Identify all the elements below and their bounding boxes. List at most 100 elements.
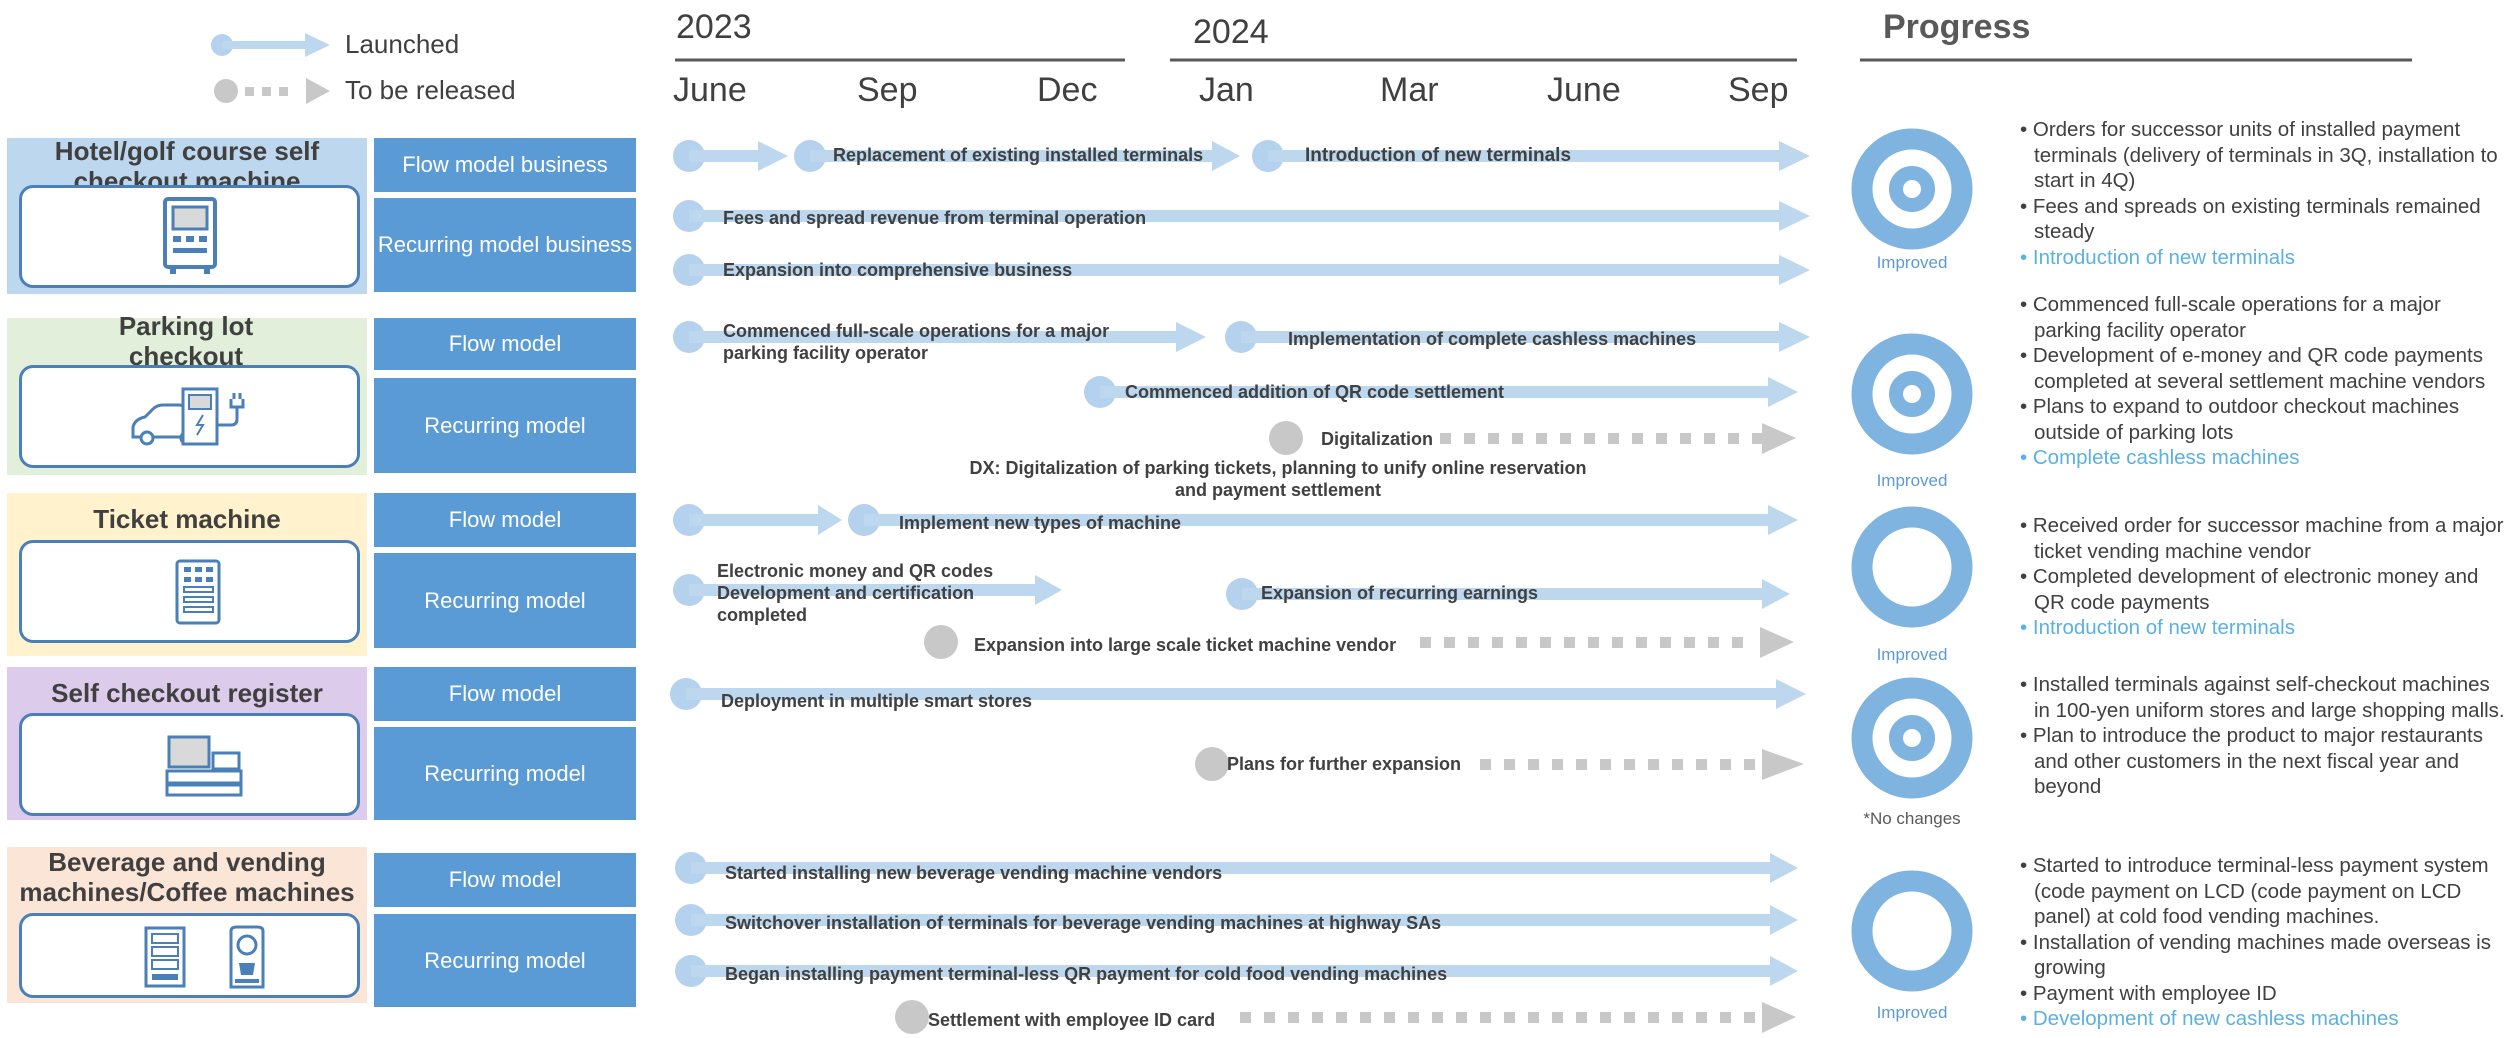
- hotel-recurring-model-box: Recurring model business: [374, 198, 636, 292]
- month-mar-2024: Mar: [1380, 71, 1439, 109]
- progress-bullet: • Orders for successor units of installe…: [2020, 118, 2498, 192]
- category-title-ticket: Ticket machine: [93, 504, 281, 534]
- arrow-parking-flow-1: [673, 321, 1206, 353]
- label-register-expansion: Plans for further expansion: [1227, 754, 1462, 774]
- status-target-icon-parking: [1851, 333, 1973, 455]
- progress-list-beverage: • Started to introduce terminal-less pay…: [2020, 853, 2507, 1032]
- label-ticket-large-vendor: Expansion into large scale ticket machin…: [974, 635, 1397, 655]
- month-sep-2023: Sep: [857, 71, 918, 109]
- hotel-flow-model-box: Flow model business: [374, 138, 636, 192]
- category-title-beverage: Beverage and vending machines/Coffee mac…: [19, 847, 355, 907]
- progress-highlight: • Development of new cashless machines: [2020, 1007, 2399, 1030]
- beverage-flow-model-box: Flow model: [374, 853, 636, 907]
- progress-bullet: • Commenced full-scale operations for a …: [2020, 293, 2441, 342]
- progress-highlight: • Introduction of new terminals: [2020, 616, 2295, 639]
- ticket-recurring-model-box: Recurring model: [374, 553, 636, 648]
- month-sep-2024: Sep: [1728, 71, 1789, 109]
- label-bev-employee-id: Settlement with employee ID card: [928, 1010, 1216, 1030]
- progress-bullet: • Installation of vending machines made …: [2020, 930, 2491, 980]
- year-2024: 2024: [1193, 13, 1269, 51]
- progress-bullet: • Plan to introduce the product to major…: [2020, 724, 2483, 798]
- month-jan-2024: Jan: [1199, 71, 1254, 109]
- arrow-parking-digitalization: [1269, 421, 1796, 455]
- status-ring-icon-beverage: [1851, 870, 1973, 992]
- label-parking-digitalization: Digitalization: [1321, 429, 1433, 449]
- label-ticket-new-types: Implement new types of machine: [899, 513, 1182, 533]
- label-hotel-new-terminals: Introduction of new terminals: [1305, 145, 1572, 166]
- label-hotel-expansion: Expansion into comprehensive business: [723, 260, 1073, 280]
- arrow-parking-qr: [1084, 376, 1798, 408]
- arrow-bev-employee-id: [895, 1000, 1796, 1034]
- label-parking-cashless: Implementation of complete cashless mach…: [1288, 329, 1697, 349]
- arrow-register-flow: [670, 678, 1806, 710]
- progress-bullet: • Fees and spreads on existing terminals…: [2020, 194, 2481, 244]
- status-ring-icon-ticket: [1851, 506, 1973, 628]
- progress-bullet: • Installed terminals against self-check…: [2020, 673, 2505, 722]
- month-dec-2023: Dec: [1037, 71, 1098, 109]
- year-2023: 2023: [676, 8, 752, 46]
- legend-launched-marker: [211, 33, 330, 57]
- arrow-bev-qr: [675, 955, 1798, 987]
- status-label-beverage: Improved: [1876, 1003, 1948, 1022]
- arrow-ticket-flow-1: [673, 504, 842, 536]
- progress-highlight: • Complete cashless machines: [2020, 446, 2300, 469]
- progress-bullet: • Development of e-money and QR code pay…: [2020, 344, 2486, 393]
- arrow-hotel-flow-3: [1252, 140, 1810, 172]
- status-label-hotel: Improved: [1876, 253, 1948, 272]
- progress-list-parking: • Commenced full-scale operations for a …: [2020, 292, 2507, 471]
- label-hotel-replacement: Replacement of existing installed termin…: [833, 145, 1204, 165]
- arrow-ticket-emoney: [673, 574, 1062, 606]
- status-target-icon-register: [1851, 677, 1973, 799]
- progress-list-ticket: • Received order for successor machine f…: [2020, 513, 2507, 641]
- legend-to-be-released-label: To be released: [345, 75, 516, 105]
- month-june-2023: June: [673, 71, 747, 109]
- arrow-bev-new-vendors: [675, 852, 1798, 884]
- arrow-hotel-flow-2: [794, 140, 1240, 172]
- status-label-register: *No changes: [1863, 809, 1961, 828]
- arrow-bev-switchover: [675, 904, 1798, 936]
- progress-bullet: • Received order for successor machine f…: [2020, 514, 2504, 563]
- arrow-hotel-fees: [673, 200, 1810, 232]
- status-label-ticket: Improved: [1876, 645, 1948, 664]
- status-target-icon-hotel: [1851, 128, 1973, 250]
- label-parking-commenced: Commenced full-scale operations for a ma…: [723, 321, 1110, 363]
- ticket-icon-frame: [19, 540, 360, 643]
- label-ticket-emoney: Electronic money and QR codes Developmen…: [717, 561, 994, 625]
- month-june-2024: June: [1547, 71, 1621, 109]
- progress-bullet: • Started to introduce terminal-less pay…: [2020, 854, 2489, 928]
- progress-title: Progress: [1883, 8, 2031, 46]
- progress-highlight: • Introduction of new terminals: [2020, 245, 2295, 269]
- arrow-hotel-flow-1: [673, 140, 788, 172]
- label-parking-dx-note: DX: Digitalization of parking tickets, p…: [969, 458, 1587, 500]
- beverage-icon-frame: [19, 913, 360, 998]
- arrow-parking-flow-2: [1225, 321, 1810, 353]
- coffee-machine-icon: [229, 925, 265, 989]
- beverage-recurring-model-box: Recurring model: [374, 914, 636, 1007]
- legend-launched-label: Launched: [345, 29, 460, 59]
- label-hotel-fees: Fees and spread revenue from terminal op…: [723, 208, 1147, 228]
- label-parking-qr: Commenced addition of QR code settlement: [1125, 382, 1505, 402]
- legend-planned-marker: [214, 78, 330, 104]
- register-icon-frame: [19, 713, 360, 816]
- hotel-icon-frame: [19, 185, 360, 288]
- label-bev-qr: Began installing payment terminal-less Q…: [725, 964, 1448, 984]
- progress-bullet: • Completed development of electronic mo…: [2020, 565, 2479, 614]
- ticket-flow-model-box: Flow model: [374, 493, 636, 547]
- register-flow-model-box: Flow model: [374, 667, 636, 721]
- ev-charger-car-icon: [131, 387, 245, 446]
- label-bev-new-vendors: Started installing new beverage vending …: [725, 863, 1223, 883]
- label-bev-switchover: Switchover installation of terminals for…: [725, 913, 1442, 933]
- parking-flow-model-box: Flow model: [374, 318, 636, 370]
- parking-recurring-model-box: Recurring model: [374, 378, 636, 473]
- progress-list-register: • Installed terminals against self-check…: [2020, 672, 2507, 800]
- label-ticket-recurring: Expansion of recurring earnings: [1261, 583, 1539, 603]
- cash-register-icon: [165, 735, 243, 797]
- arrow-ticket-large-vendor: [924, 625, 1794, 659]
- arrow-register-expansion: [1195, 747, 1804, 781]
- self-checkout-kiosk-icon: [163, 197, 217, 274]
- arrow-ticket-flow-2: [848, 504, 1798, 536]
- progress-bullet: • Payment with employee ID: [2020, 981, 2277, 1005]
- parking-icon-frame: [19, 365, 360, 468]
- progress-bullet: • Plans to expand to outdoor checkout ma…: [2020, 395, 2460, 444]
- label-register-deployment: Deployment in multiple smart stores: [721, 691, 1033, 711]
